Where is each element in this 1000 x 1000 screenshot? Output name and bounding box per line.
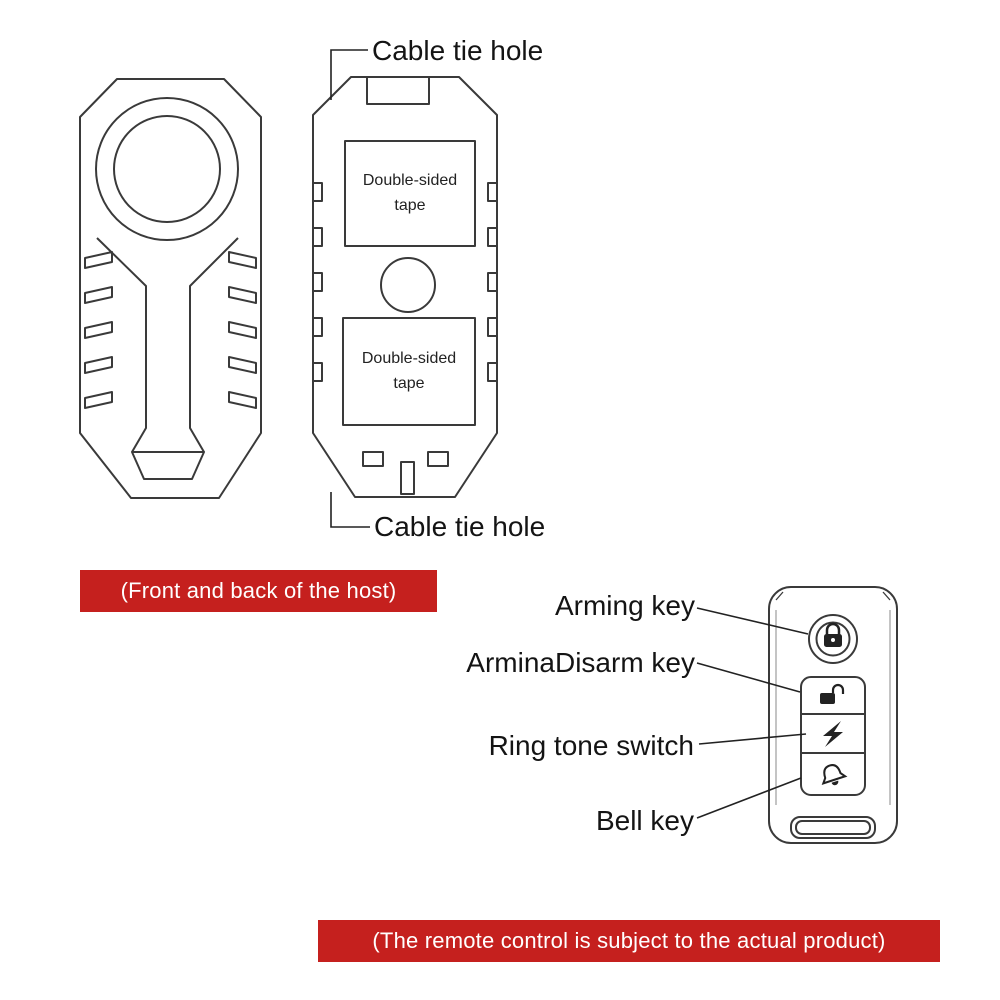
remote-button-panel: [800, 676, 866, 796]
leader-ring-tone: [698, 733, 807, 745]
double-sided-tape-top-label: Double-sided tape: [345, 141, 475, 246]
remote-corner-accent-left: [775, 591, 784, 601]
front-panel-base: [131, 451, 205, 480]
host-front-outline: [79, 78, 262, 499]
remote-bottom-slot-inner: [795, 820, 871, 835]
bell-key-label: Bell key: [595, 805, 694, 836]
double-sided-tape-bottom-text: Double-sided tape: [361, 349, 457, 392]
remote-bottom-slot-outer: [790, 816, 876, 839]
front-panel-left-line: [96, 237, 147, 453]
remote-caption-text: (The remote control is subject to the ac…: [372, 928, 886, 953]
unlock-icon: [820, 683, 845, 704]
front-grille-left: [84, 251, 113, 409]
speaker-inner-ring: [113, 115, 221, 223]
leader-bell-key: [696, 777, 802, 819]
cable-tie-hole-bottom-label: Cable tie hole: [374, 511, 546, 542]
host-back-drawing: [312, 76, 498, 498]
tape-area-top: [344, 140, 476, 247]
disarm-key-label: ArminaDisarm key: [466, 647, 695, 678]
speaker-outer-ring: [95, 97, 239, 241]
arming-button[interactable]: [808, 614, 858, 664]
leader-arming-key: [696, 607, 809, 635]
tape-area-bottom: [342, 317, 476, 426]
ring-tone-switch-label: Ring tone switch: [488, 730, 694, 761]
arming-key-label: Arming key: [554, 590, 695, 621]
front-panel-right-line: [189, 237, 239, 453]
double-sided-tape-bottom-label: Double-sided tape: [343, 318, 475, 425]
back-bottom-pad-right: [427, 451, 449, 467]
cable-tie-slot-top: [366, 76, 430, 105]
remote-body-outline: [768, 586, 898, 844]
host-front-drawing: [79, 78, 262, 499]
back-center-hole: [380, 257, 436, 313]
remote-corner-accent-right: [882, 591, 891, 601]
lock-icon: [824, 622, 842, 647]
leader-disarm-key: [696, 662, 801, 693]
arming-button-inner-ring: [815, 621, 851, 657]
host-back-outline: [312, 76, 498, 498]
lightning-icon: [823, 721, 843, 747]
back-bottom-pad-left: [362, 451, 384, 467]
back-edge-ticks-left: [312, 182, 323, 382]
bell-icon: [821, 764, 848, 786]
remote-caption-banner: (The remote control is subject to the ac…: [318, 920, 940, 962]
cable-tie-slot-bottom: [400, 461, 415, 495]
host-caption-banner: (Front and back of the host): [80, 570, 437, 612]
front-grille-right: [228, 251, 257, 409]
leader-lines: [330, 49, 809, 819]
back-edge-ticks-right: [487, 182, 498, 382]
leader-cable-tie-top: [330, 49, 368, 100]
double-sided-tape-top-text: Double-sided tape: [362, 171, 458, 214]
leader-cable-tie-bottom: [330, 492, 370, 528]
remote-drawing: [768, 586, 898, 844]
cable-tie-hole-top-label: Cable tie hole: [372, 35, 544, 66]
host-caption-text: (Front and back of the host): [120, 578, 397, 603]
